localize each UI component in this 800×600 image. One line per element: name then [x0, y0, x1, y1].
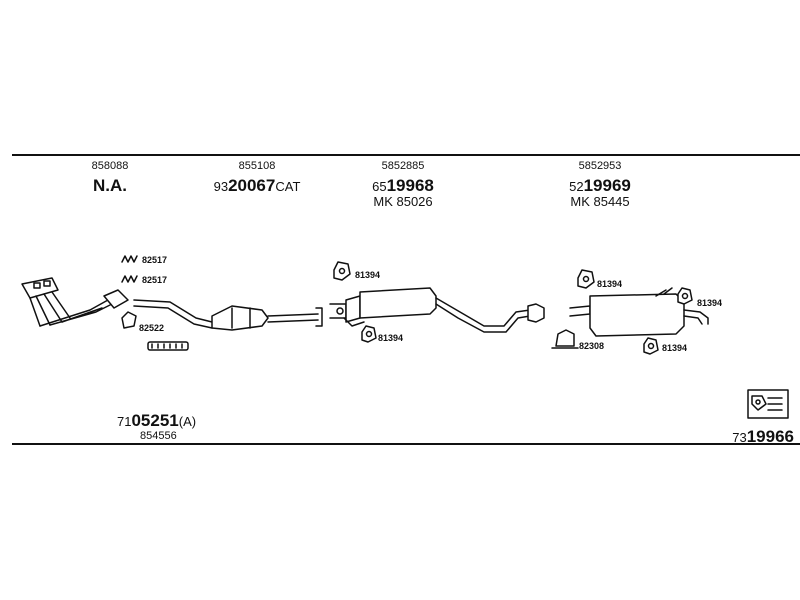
kit-box-icon	[747, 389, 789, 419]
part-label-82517-a: 82517	[142, 255, 168, 265]
clamp-82517-a	[121, 255, 138, 263]
bottom-left-suffix: (A)	[178, 414, 197, 429]
col2-main-number: 9320067CAT	[214, 177, 301, 195]
col3-top-number: 5852885	[381, 160, 425, 172]
bottom-right-prefix: 73	[732, 430, 747, 445]
col3-main-bold: 19968	[386, 176, 434, 195]
part-label-82308: 82308	[579, 341, 605, 351]
col2-top-number: 855108	[238, 160, 276, 172]
bottom-left-kit-number: 7105251(A)	[117, 412, 196, 430]
bottom-left-sub-number: 854556	[140, 430, 177, 442]
col1-main-label: N.A.	[93, 176, 127, 195]
exhaust-manifold	[21, 277, 129, 327]
part-label-81394-c: 81394	[597, 279, 623, 289]
rubber-hanger-81394-2	[361, 325, 377, 343]
clamp-82517-b	[121, 275, 138, 283]
col4-kit-number: MK 85445	[570, 194, 630, 209]
rear-silencer	[569, 287, 709, 337]
col4-top-number: 5852953	[578, 160, 622, 172]
front-pipe-catalyst	[133, 299, 323, 331]
col3-main-prefix: 65	[372, 179, 387, 194]
rubber-hanger-81394-4	[677, 287, 693, 305]
top-rule	[12, 154, 800, 156]
part-label-81394-d: 81394	[697, 298, 723, 308]
col2-main-bold: 20067	[228, 176, 276, 195]
col3-main-number: 6519968	[372, 177, 434, 195]
bottom-left-bold: 05251	[131, 411, 179, 430]
rubber-hanger-81394-1	[333, 261, 351, 281]
col4-main-number: 5219969	[569, 177, 631, 195]
col3-kit-number: MK 85026	[373, 194, 433, 209]
rubber-hanger-81394-5	[643, 337, 659, 355]
col1-top-number: 858088	[91, 160, 129, 172]
part-label-81394-b: 81394	[378, 333, 404, 343]
col2-main-suffix: CAT	[275, 179, 301, 194]
part-label-82517-b: 82517	[142, 275, 168, 285]
part-label-81394-e: 81394	[662, 343, 688, 353]
middle-silencer	[329, 287, 545, 333]
bottom-right-kit-number: 7319966	[732, 428, 794, 446]
bottom-right-bold: 19966	[746, 427, 794, 446]
col4-main-bold: 19969	[583, 176, 631, 195]
part-label-82522: 82522	[139, 323, 165, 333]
gasket-82522	[121, 311, 137, 329]
bottom-rule	[12, 443, 800, 445]
col2-main-prefix: 93	[213, 179, 229, 194]
clamp-82308	[551, 329, 579, 349]
bottom-left-prefix: 71	[117, 414, 132, 429]
gasket-strip	[147, 341, 189, 351]
part-label-81394-a: 81394	[355, 270, 381, 280]
col4-main-prefix: 52	[569, 179, 584, 194]
rubber-hanger-81394-3	[577, 269, 595, 289]
